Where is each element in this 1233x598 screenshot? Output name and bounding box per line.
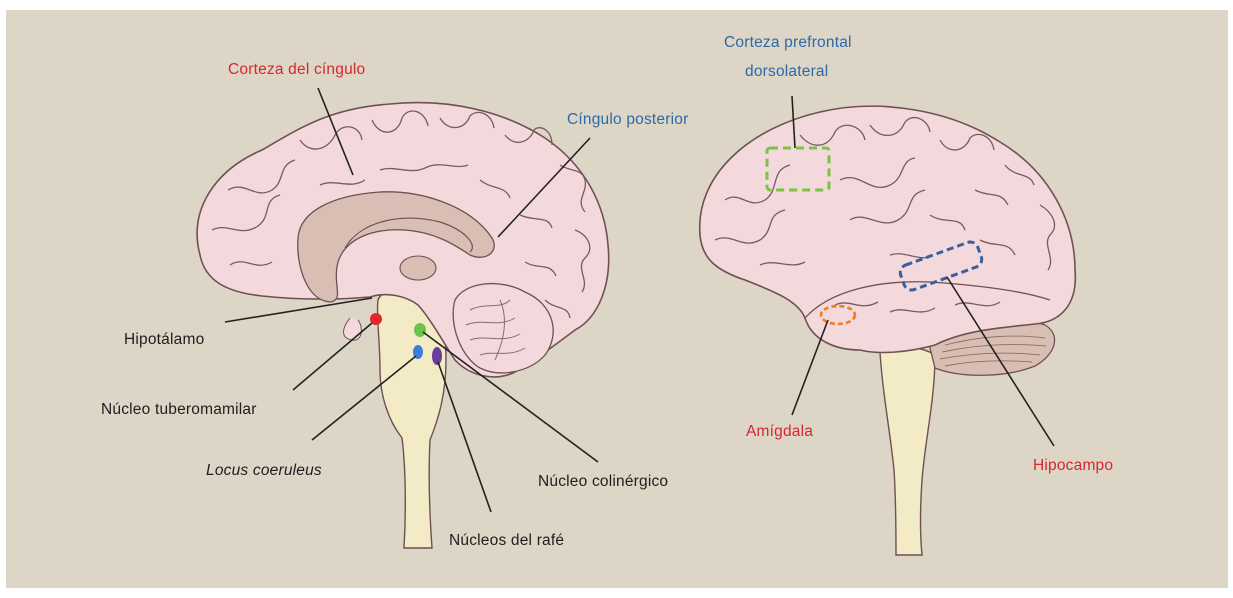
label-tuberomammillary: Núcleo tuberomamilar [101, 400, 257, 421]
raphe-marker [432, 347, 442, 365]
right-spinal-cord [880, 347, 935, 555]
label-hypothalamus: Hipotálamo [124, 330, 204, 351]
right-cerebrum [700, 106, 1076, 352]
label-locus-coeruleus: Locus coeruleus [206, 461, 322, 482]
label-cingulate-cortex: Corteza del cíngulo [228, 60, 365, 81]
label-posterior-cingulate: Cíngulo posterior [567, 110, 688, 131]
label-dlpfc-line2: dorsolateral [745, 62, 828, 83]
leader-raphe [438, 362, 491, 512]
label-raphe: Núcleos del rafé [449, 531, 564, 552]
leader-tuberomammillary [293, 323, 372, 390]
label-amygdala: Amígdala [746, 422, 813, 443]
lateral-brain [700, 106, 1076, 555]
thalamus [400, 256, 436, 280]
label-dlpfc-line1: Corteza prefrontal [724, 33, 852, 54]
cholinergic-marker [414, 323, 426, 337]
label-hippocampus: Hipocampo [1033, 456, 1113, 477]
leader-amygdala [792, 320, 828, 415]
label-cholinergic: Núcleo colinérgico [538, 472, 668, 493]
